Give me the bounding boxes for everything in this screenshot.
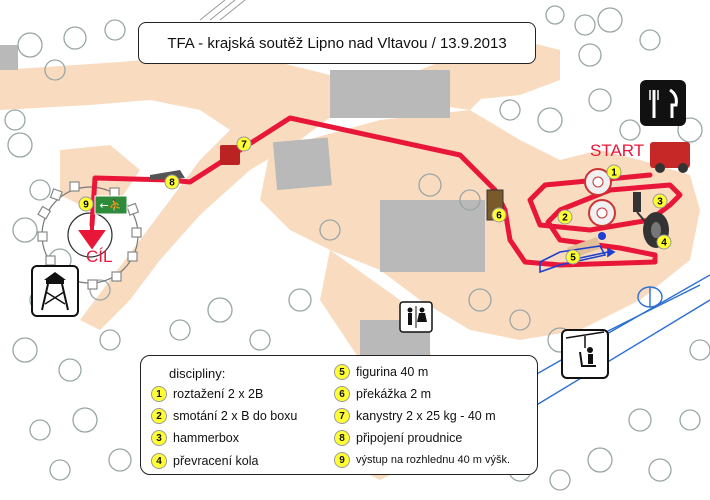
station-marker-8: 8: [164, 174, 180, 190]
legend-number: 1: [151, 386, 167, 402]
legend-text: převracení kola: [173, 454, 259, 468]
road-lines: [199, 0, 246, 21]
legend-number: 2: [151, 408, 167, 424]
watchtower-icon: [31, 265, 79, 317]
finish-label: CÍL: [86, 247, 112, 266]
legend-text: výstup na rozhlednu 40 m výšk.: [356, 454, 511, 466]
station-marker-7: 7: [236, 136, 252, 152]
svg-text:1: 1: [611, 168, 617, 179]
legend-number: 8: [334, 430, 350, 446]
route: [89, 115, 683, 268]
restaurant-icon: [640, 80, 686, 126]
exit-sign: ←⛹: [94, 195, 128, 215]
legend-text: smotání 2 x B do boxu: [173, 409, 298, 423]
legend-item: 1 roztažení 2 x 2B: [151, 386, 263, 402]
svg-text:2: 2: [562, 213, 568, 224]
buildings: [0, 45, 485, 360]
dummy-drag-path: [539, 245, 616, 274]
svg-text:←⛹: ←⛹: [100, 198, 123, 212]
svg-text:6: 6: [496, 211, 502, 222]
legend-text: hammerbox: [173, 431, 239, 445]
legend: discipliny: 1 roztažení 2 x 2B 2 smotání…: [140, 355, 538, 475]
legend-number: 3: [151, 430, 167, 446]
station-marker-4: 4: [656, 234, 672, 250]
legend-number: 7: [334, 408, 350, 424]
legend-number: 5: [334, 364, 350, 380]
station-markers: 1 2 3 4 5 6 7 8 9: [78, 136, 672, 265]
legend-item: 9 výstup na rozhlednu 40 m výšk.: [334, 452, 510, 468]
legend-item: 6 překážka 2 m: [334, 386, 431, 402]
legend-item: 8 připojení proudnice: [334, 430, 462, 446]
legend-item: 7 kanystry 2 x 25 kg - 40 m: [334, 408, 496, 424]
station-marker-3: 3: [652, 193, 668, 209]
station-marker-9: 9: [78, 196, 94, 212]
toilets-icon: [399, 301, 433, 333]
legend-number: 4: [151, 453, 167, 469]
legend-header: discipliny:: [169, 366, 226, 381]
svg-text:9: 9: [83, 200, 89, 211]
svg-text:4: 4: [661, 238, 667, 249]
chairlift-icon: [561, 329, 609, 379]
station-marker-5: 5: [565, 249, 581, 265]
legend-item: 4 převracení kola: [151, 453, 258, 469]
svg-text:7: 7: [241, 140, 247, 151]
station-marker-6: 6: [491, 207, 507, 223]
legend-number: 9: [334, 452, 350, 468]
svg-text:3: 3: [657, 197, 663, 208]
legend-text: připojení proudnice: [356, 431, 463, 445]
legend-item: 3 hammerbox: [151, 430, 239, 446]
svg-text:8: 8: [169, 178, 175, 189]
station-marker-1: 1: [606, 164, 622, 180]
station-marker-2: 2: [557, 209, 573, 225]
finish-area: [37, 181, 142, 290]
map-title: TFA - krajská soutěž Lipno nad Vltavou /…: [138, 22, 536, 64]
legend-text: roztažení 2 x 2B: [173, 387, 264, 401]
legend-number: 6: [334, 386, 350, 402]
legend-item: 5 figurina 40 m: [334, 364, 428, 380]
legend-text: překážka 2 m: [356, 387, 432, 401]
legend-item: 2 smotání 2 x B do boxu: [151, 408, 297, 424]
legend-text: figurina 40 m: [356, 365, 429, 379]
start-label: START: [590, 141, 644, 160]
legend-text: kanystry 2 x 25 kg - 40 m: [356, 409, 496, 423]
equipment: [150, 142, 690, 260]
svg-text:5: 5: [570, 253, 576, 264]
finish-arrow: [78, 218, 106, 250]
